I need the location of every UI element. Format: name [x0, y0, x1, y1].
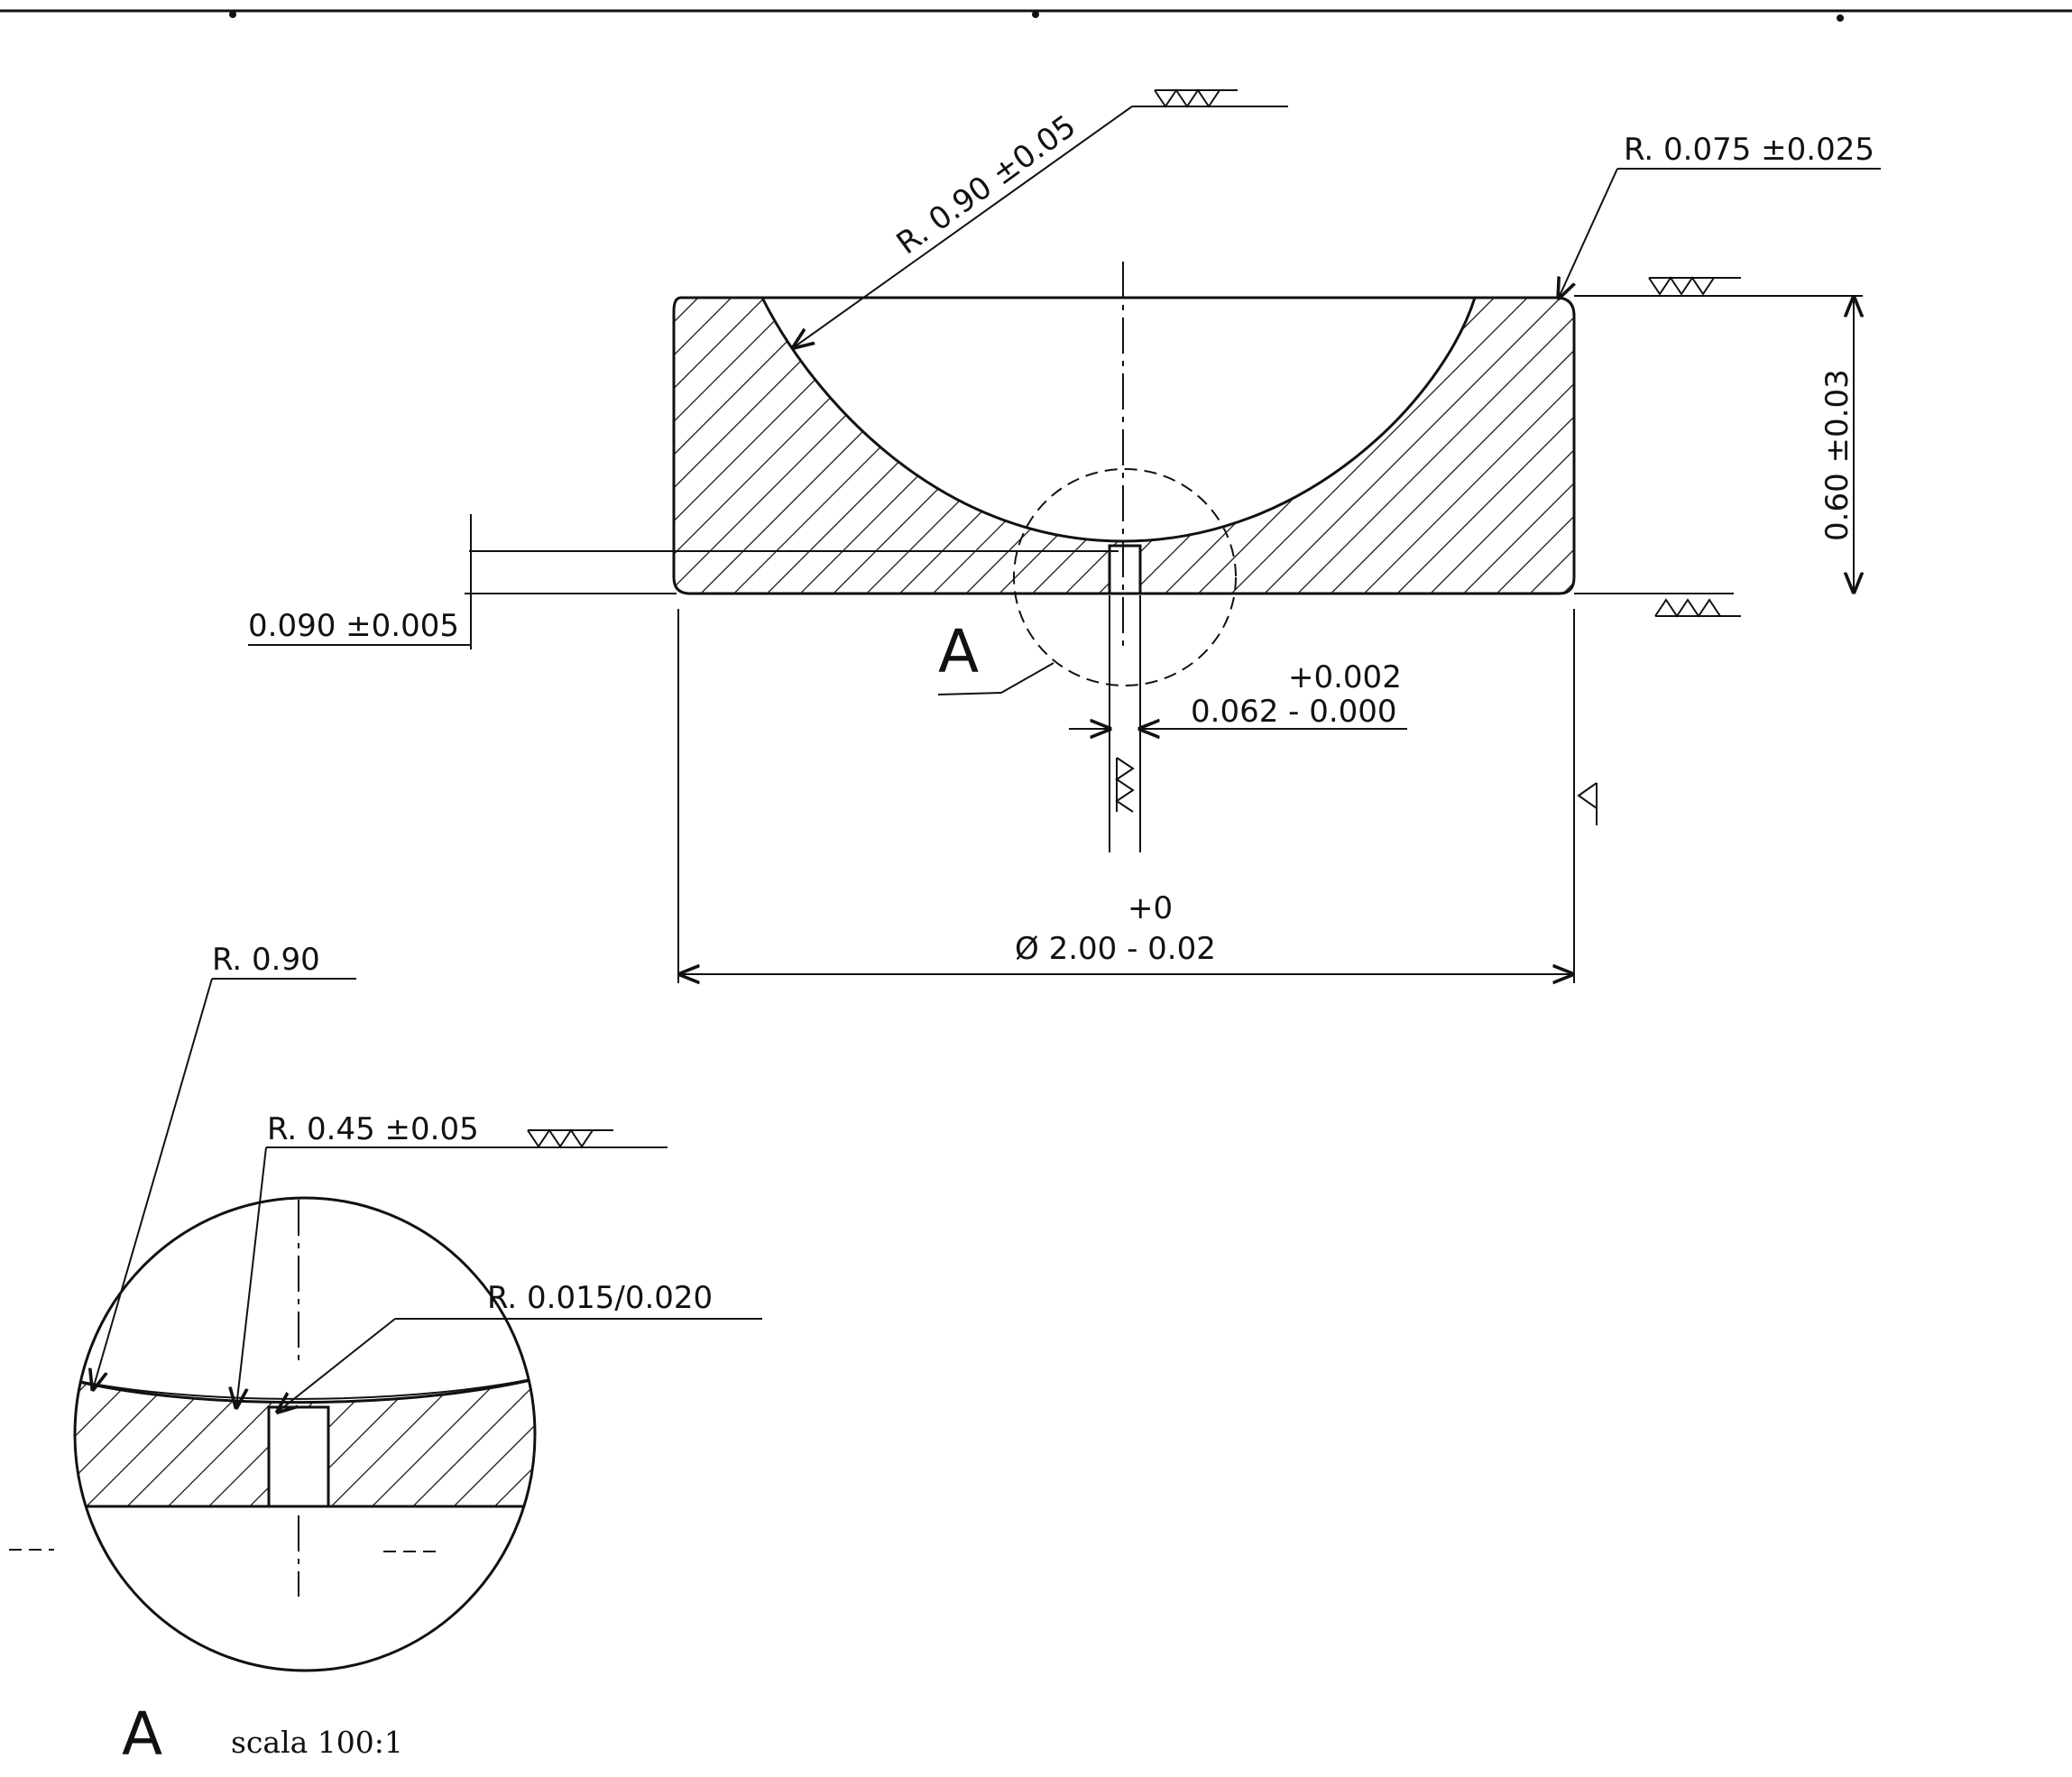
dim-bottom-thickness: 0.090 ±0.005	[248, 608, 459, 644]
dim-detail-radius-upper: R. 0.90	[212, 942, 320, 978]
dim-radius-corner: R. 0.075 ±0.025	[1624, 132, 1874, 168]
surface-finish-symbol	[1154, 88, 1238, 108]
dim-detail-radius-edge: R. 0.015/0.020	[487, 1280, 713, 1316]
detail-hole	[267, 1405, 330, 1508]
dim-height: 0.60 ±0.03	[1819, 369, 1856, 541]
dim-radius-bowl: R. 0.90 ±0.05	[890, 108, 1082, 262]
dim-hole-dia: 0.062 - 0.000	[1191, 694, 1397, 730]
detail-view-a: R. 0.90 R. 0.45 ±0.05 R. 0.015/0.020 A s…	[9, 942, 762, 1769]
detail-circle-a	[1013, 468, 1237, 686]
dim-outer-dia: Ø 2.00 - 0.02	[1015, 931, 1216, 967]
surface-finish-symbol	[1648, 276, 1741, 618]
surface-finish-symbol	[1115, 757, 1135, 813]
center-hole	[1108, 544, 1142, 595]
surface-finish-symbol	[1577, 782, 1598, 825]
detail-label: A	[122, 1699, 162, 1769]
main-section-view: A R. 0.90 ±0.05 R. 0.075 ±0.025 0.60 ±0.…	[248, 88, 1881, 983]
dim-detail-radius-mid: R. 0.45 ±0.05	[267, 1111, 479, 1147]
detail-scale: scala 100:1	[231, 1725, 403, 1760]
sheet-border-top	[0, 9, 2072, 22]
dim-dia-tol-upper: +0	[1128, 890, 1173, 926]
detail-callout-label: A	[938, 617, 979, 686]
section-body	[672, 296, 1576, 595]
surface-finish-symbol	[527, 1128, 613, 1148]
dim-hole-tol-upper: +0.002	[1288, 659, 1402, 695]
